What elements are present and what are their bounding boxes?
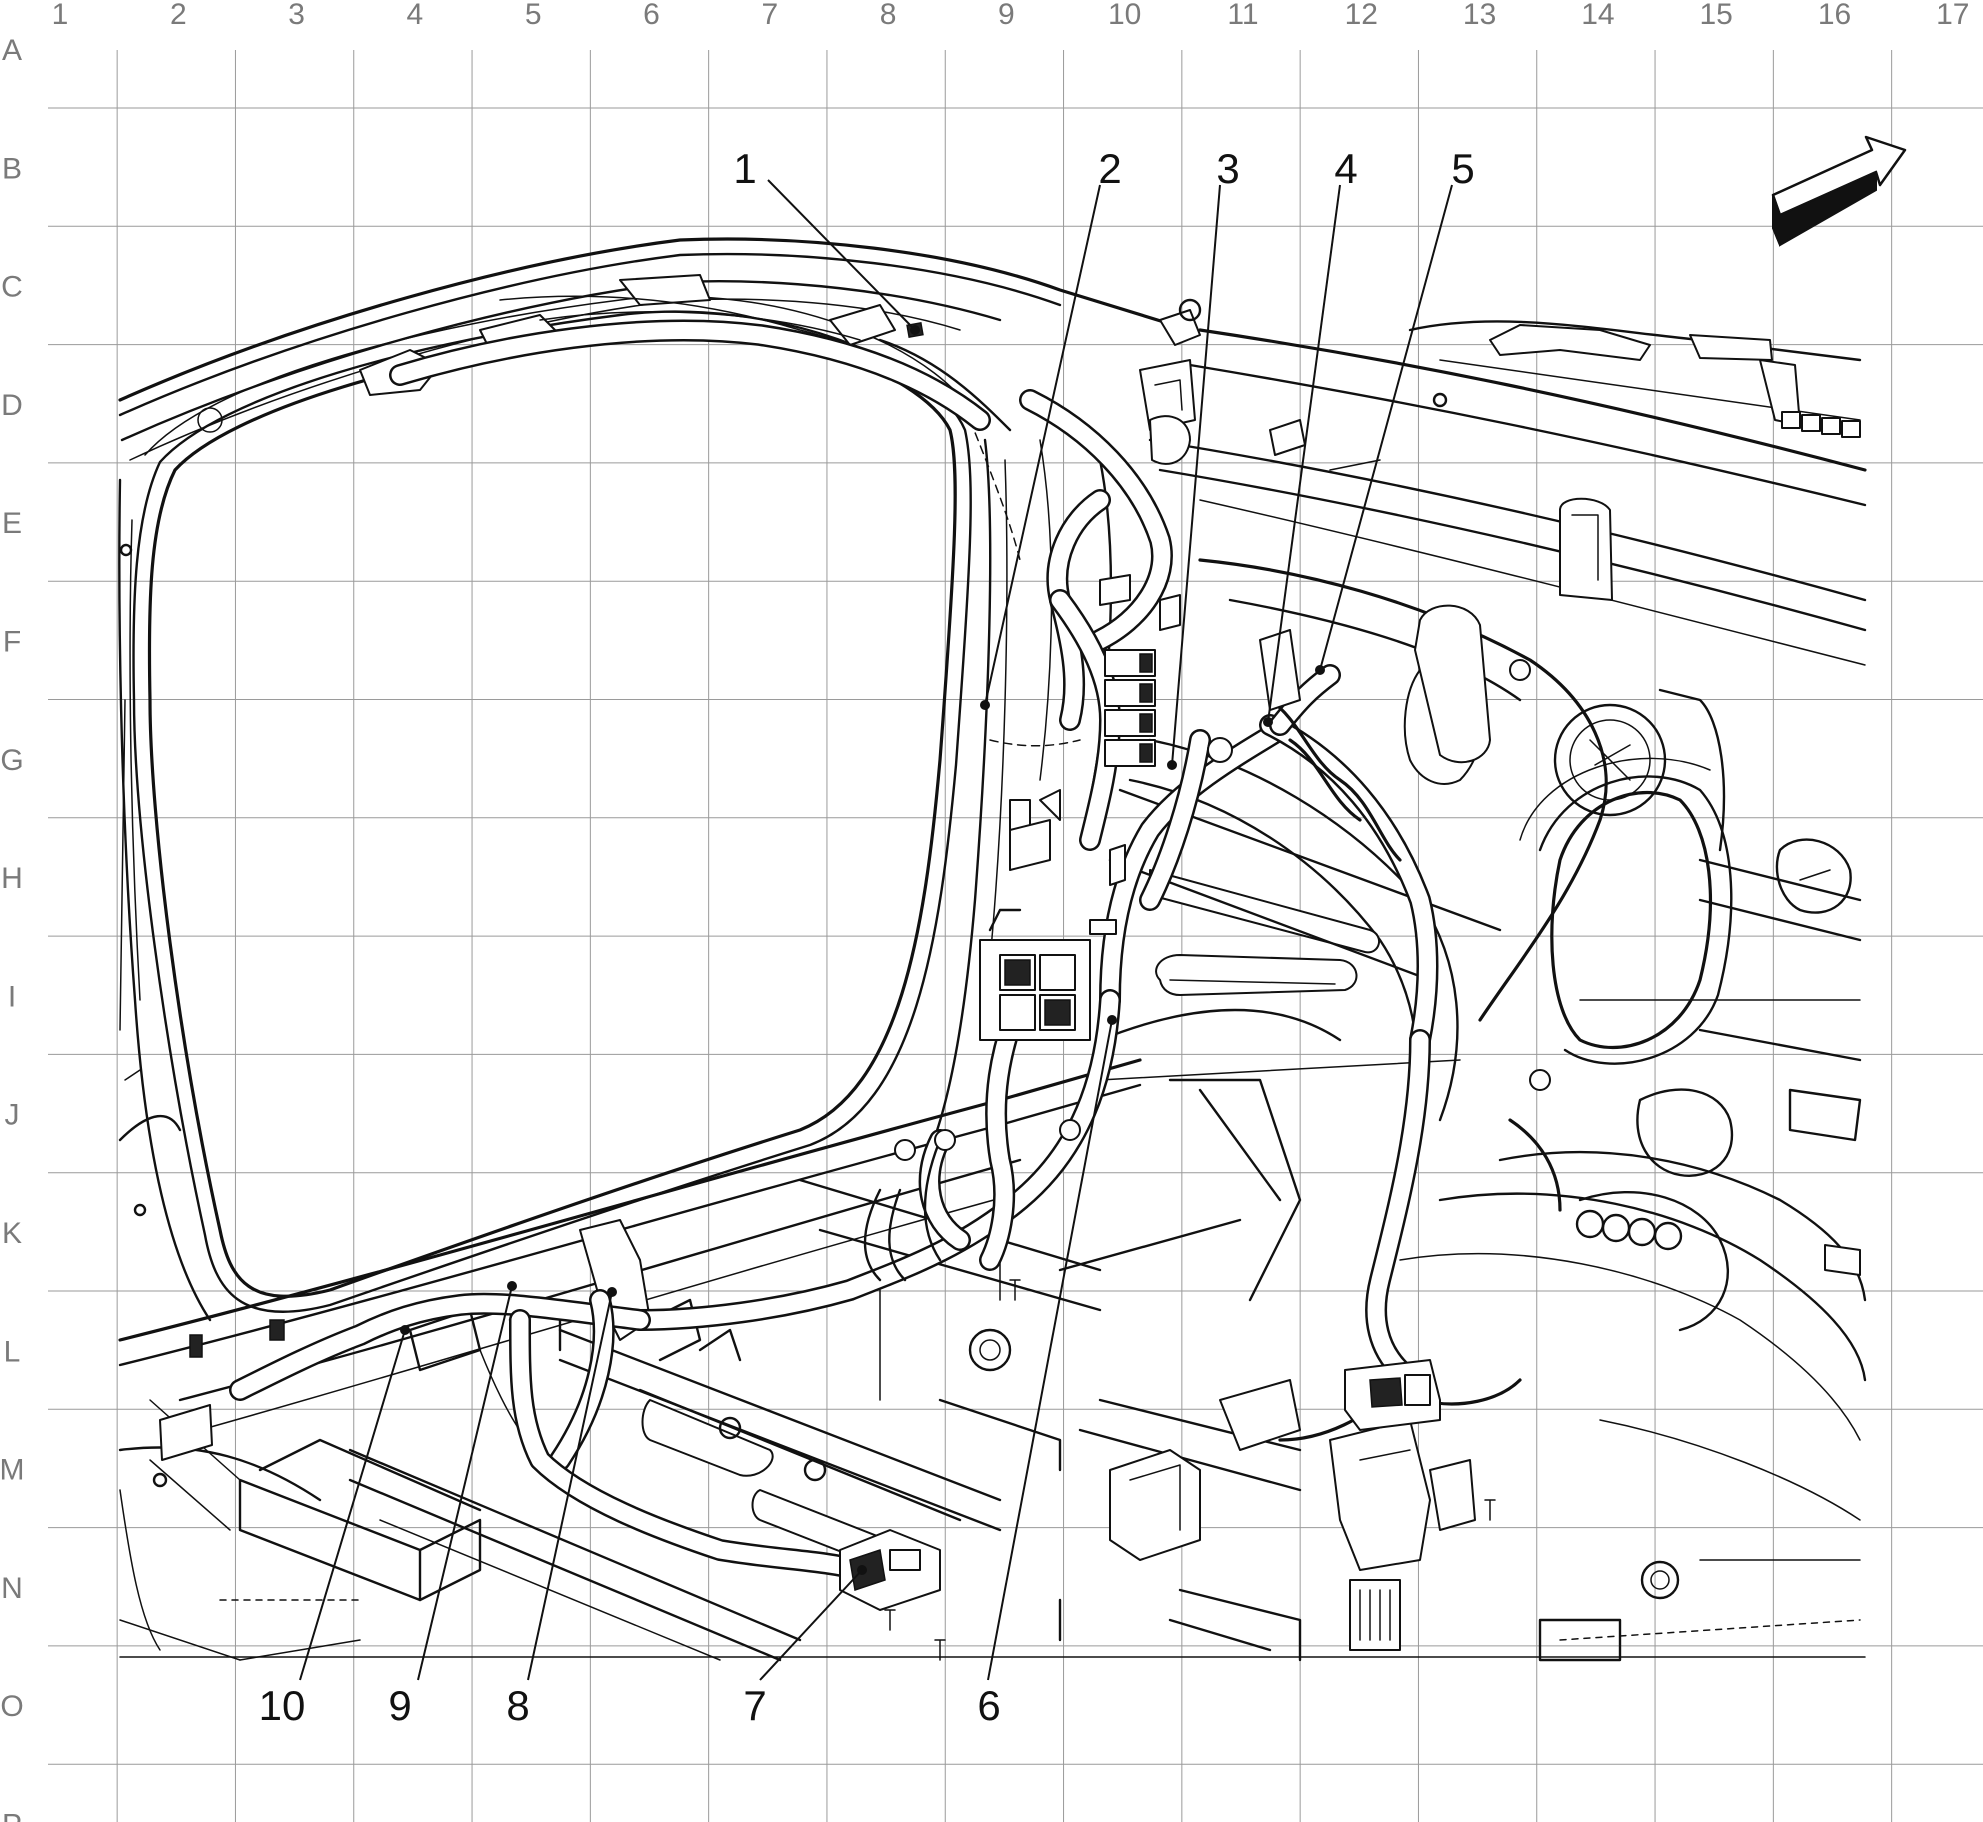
grid-column-label: 12: [1345, 0, 1378, 31]
grid-column-label: 16: [1818, 0, 1851, 31]
grid-column-label: 7: [761, 0, 778, 31]
callout-2: 2: [980, 145, 1122, 710]
grid-column-label: 14: [1581, 0, 1614, 31]
rear-floor-connector: [1344, 1359, 1441, 1431]
callout-7-label: 7: [743, 1682, 766, 1729]
grid-row-label: E: [2, 507, 22, 540]
grid-row-label: I: [8, 980, 16, 1013]
grid-row-label: O: [0, 1690, 23, 1723]
grid-row-label: H: [1, 862, 23, 895]
callout-2-label: 2: [1098, 145, 1121, 192]
callout-7: 7: [743, 1565, 867, 1729]
grid-column-label: 15: [1700, 0, 1733, 31]
grid-column-label: 17: [1936, 0, 1969, 31]
callout-9: 9: [388, 1281, 517, 1729]
vehicle-body-line-art: [118, 237, 1867, 1662]
grid-row-label: D: [1, 389, 23, 422]
grid-row-label: G: [0, 744, 23, 777]
callout-4-label: 4: [1334, 145, 1357, 192]
grid-column-label: 8: [880, 0, 897, 31]
callout-6: 6: [977, 1015, 1117, 1729]
callout-5: 5: [1315, 145, 1475, 675]
grid-row-label: J: [5, 1099, 20, 1132]
body-connector-large: [979, 908, 1091, 1041]
callout-9-label: 9: [388, 1682, 411, 1729]
b-pillar-connector-block: [1104, 649, 1156, 767]
connector-cluster-top-right: [1781, 411, 1861, 438]
callout-1: 1: [733, 145, 920, 335]
grid-column-label: 11: [1227, 0, 1258, 31]
grid-column-label: 5: [525, 0, 542, 31]
grid-row-label: A: [2, 34, 22, 67]
grid-column-label: 9: [998, 0, 1015, 31]
reference-grid: [48, 50, 1983, 1822]
callout-4: 4: [1263, 145, 1358, 727]
callout-8-label: 8: [506, 1682, 529, 1729]
connectors: [189, 322, 1551, 1651]
rear-floor-grommets: [1575, 1209, 1683, 1251]
grid-row-label: N: [1, 1572, 23, 1605]
front-direction-arrow-icon: [1771, 135, 1907, 247]
grid-row-label: K: [2, 1217, 22, 1250]
grid-column-label: 10: [1108, 0, 1141, 31]
callout-3-label: 3: [1216, 145, 1239, 192]
grid-column-label: 1: [52, 0, 69, 31]
callout-10: 10: [259, 1325, 410, 1729]
grid-row-label: M: [0, 1454, 25, 1487]
grid-row-label: P: [2, 1809, 22, 1822]
grid-row-label: B: [2, 152, 22, 185]
lower-right-connector: [1349, 1579, 1401, 1651]
grid-row-label: L: [4, 1335, 21, 1368]
callouts: 1 2 3 4 5 6 7: [259, 145, 1475, 1729]
grid-column-label: 4: [407, 0, 424, 31]
grid-column-label: 6: [643, 0, 660, 31]
callout-3: 3: [1167, 145, 1240, 770]
callout-8: 8: [506, 1287, 617, 1729]
grid-row-label: F: [3, 626, 21, 659]
grid-column-label: 2: [170, 0, 187, 31]
wiring-harness: [229, 319, 1562, 1581]
callout-1-label: 1: [733, 145, 756, 192]
grid-row-label: C: [1, 271, 23, 304]
grid-column-label: 13: [1463, 0, 1496, 31]
callout-10-label: 10: [259, 1682, 306, 1729]
callout-6-label: 6: [977, 1682, 1000, 1729]
grid-column-label: 3: [288, 0, 305, 31]
callout-5-label: 5: [1451, 145, 1474, 192]
